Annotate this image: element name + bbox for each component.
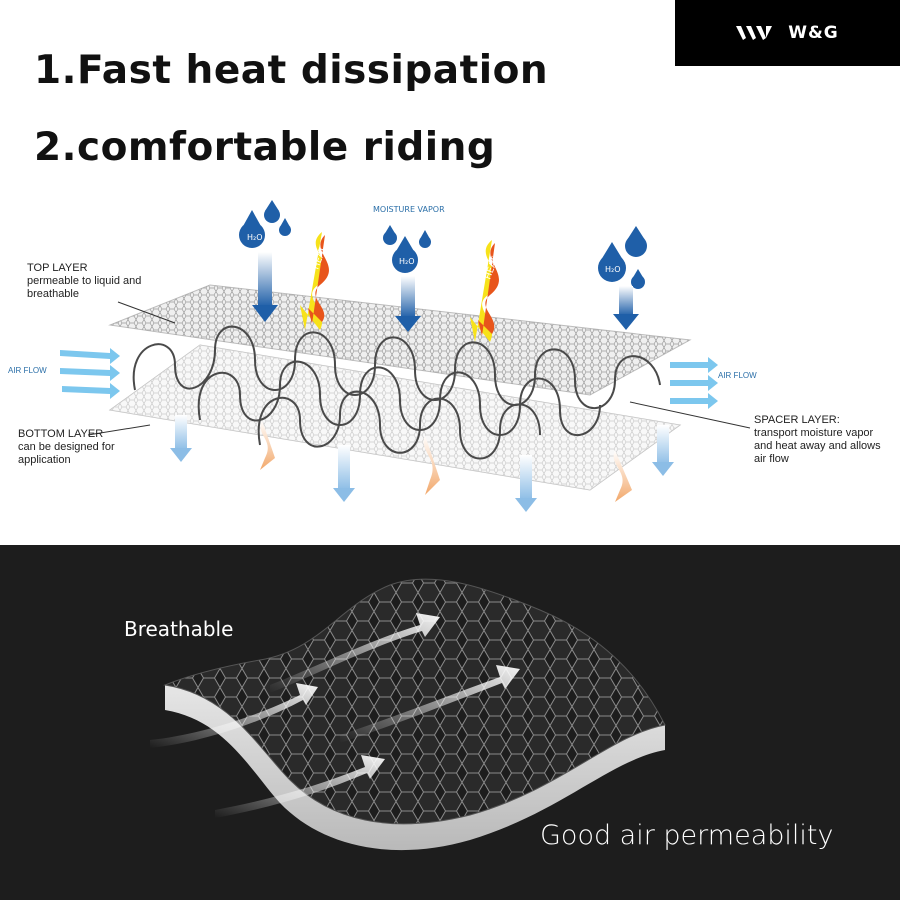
water-drops-middle xyxy=(383,225,431,273)
water-label-1: H₂O xyxy=(247,233,263,242)
top-layer-desc-1: permeable to liquid and xyxy=(27,275,142,287)
water-label-3: H₂O xyxy=(605,265,621,274)
heat-arrow-2 xyxy=(470,240,499,342)
spacer-layer-label: SPACER LAYER: transport moisture vapor a… xyxy=(754,414,881,466)
air-flow-right-label: AIR FLOW xyxy=(718,371,757,380)
top-layer-desc-2: breathable xyxy=(27,288,79,300)
spacer-coils xyxy=(132,325,661,460)
spacer-fabric-diagram: H₂O HEAT MOISTURE VAPOR H₂O HEAT H₂O xyxy=(60,200,751,512)
bottom-layer-desc-1: can be designed for xyxy=(18,441,115,453)
water-drops-right xyxy=(598,226,647,289)
airflow-arrows-white xyxy=(150,613,520,818)
top-layer-label: TOP LAYER permeable to liquid and breath… xyxy=(27,262,141,301)
bottom-layer-desc-2: application xyxy=(18,454,71,466)
breathable-fabric-illustration xyxy=(150,578,666,851)
brand-logo: W&G xyxy=(675,0,900,66)
bottom-layer-title: BOTTOM LAYER xyxy=(18,428,104,440)
spacer-layer-pointer xyxy=(629,401,751,429)
airflow-right-arrows xyxy=(670,357,718,409)
air-flow-left-label: AIR FLOW xyxy=(8,366,47,375)
top-layer-pointer xyxy=(117,301,176,324)
headline-heat-dissipation: 1.Fast heat dissipation xyxy=(34,48,549,93)
top-layer-title: TOP LAYER xyxy=(27,262,88,274)
faded-down-arrows xyxy=(170,415,674,512)
good-air-permeability-label: Good air permeability xyxy=(540,820,834,851)
spacer-layer-desc-2: and heat away and allows xyxy=(754,440,881,452)
water-label-2: H₂O xyxy=(399,257,415,266)
headline-comfortable-riding: 2.comfortable riding xyxy=(34,125,496,170)
foam-side xyxy=(165,685,665,851)
water-down-arrow-2 xyxy=(401,276,415,318)
airflow-left-arrows xyxy=(60,348,120,399)
water-down-arrow-1 xyxy=(258,252,272,307)
bottom-layer-pointer xyxy=(87,424,151,436)
spacer-layer-desc-3: air flow xyxy=(754,453,789,465)
breathable-label: Breathable xyxy=(124,617,234,641)
bottom-layer-label: BOTTOM LAYER can be designed for applica… xyxy=(18,428,115,467)
spacer-layer-desc-1: transport moisture vapor xyxy=(754,427,874,439)
water-drops-left xyxy=(239,200,291,248)
heat-arrow-1 xyxy=(300,232,329,330)
water-down-arrow-3 xyxy=(619,286,633,316)
spacer-layer-title: SPACER LAYER: xyxy=(754,414,840,426)
triple-chevron-logo-icon xyxy=(736,26,773,40)
moisture-vapor-label: MOISTURE VAPOR xyxy=(373,205,445,214)
brand-name: W&G xyxy=(788,23,839,43)
mesh-surface xyxy=(163,578,666,825)
